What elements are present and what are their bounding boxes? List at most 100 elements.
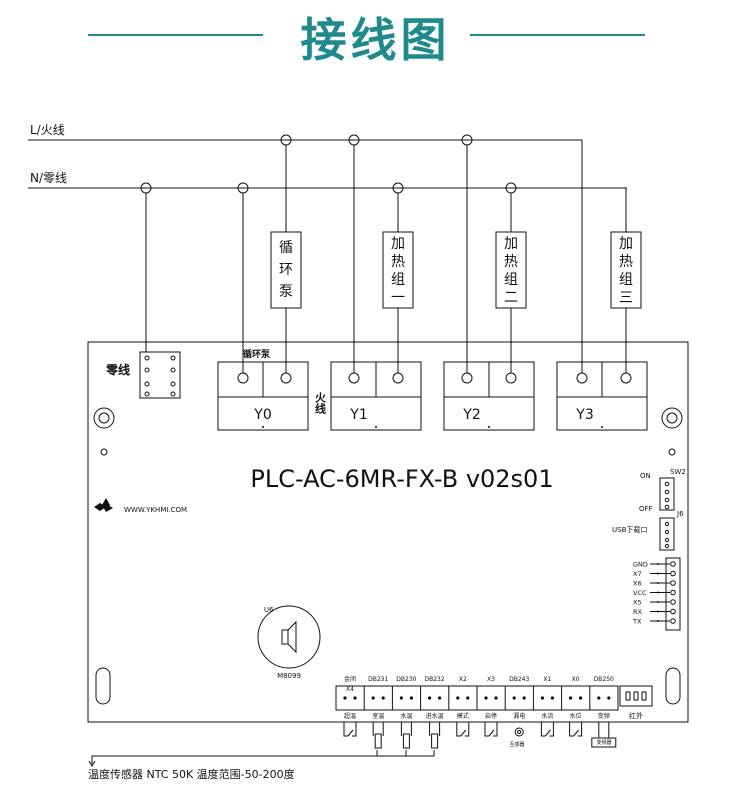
usb-ref: J6 <box>676 510 684 518</box>
terminal-top-label-0: 金闭 <box>344 675 356 683</box>
load-pump-char-1: 循 <box>279 240 293 256</box>
terminal-bottom-label-4: 模式 <box>457 712 469 720</box>
load-h3-char-1: 加 <box>619 236 633 252</box>
comm-pin-vcc <box>670 589 676 596</box>
speaker-icon <box>281 620 297 654</box>
terminal-hook-9 <box>591 722 617 748</box>
neutral-label: N/零线 <box>30 171 67 185</box>
comm-pin-x5 <box>670 599 676 605</box>
terminal-bottom-label-6: 漏电 <box>513 712 525 720</box>
dip-switch <box>659 477 675 511</box>
buzzer-ref: U6 <box>264 606 274 614</box>
ir-connector <box>619 685 653 707</box>
neutral-block-label: 零线 <box>105 362 130 377</box>
load-h3-char-4: 三 <box>619 290 633 306</box>
terminal-bottom-label-0: 超温 <box>344 712 356 720</box>
footnote: 温度传感器 NTC 50K 温度范围-50-200度 <box>88 767 295 781</box>
terminal-bottom-label-3: 进水温 <box>426 712 444 720</box>
mount-hole-mr <box>668 448 676 456</box>
comm-pin-label-tx: TX <box>632 618 642 626</box>
board-outline <box>87 341 689 723</box>
terminal-bottom-label-2: 水温 <box>400 712 412 720</box>
usb-label: USB下载口 <box>612 525 647 534</box>
load-h2-char-3: 组 <box>504 272 518 288</box>
load-h3-char-3: 组 <box>619 272 633 288</box>
relay-label-y1: Y1 <box>349 407 367 423</box>
load-h1-char-3: 组 <box>391 272 405 288</box>
load-h2-char-2: 热 <box>504 254 518 270</box>
leak-sensor-label: 互感器 <box>509 741 524 748</box>
load-box-heater-1 <box>382 231 414 309</box>
load-box-heater-3 <box>610 231 642 309</box>
load-box-pump <box>270 231 302 309</box>
mount-hole-tr <box>661 407 683 429</box>
terminal-hook-7 <box>540 722 554 737</box>
ir-label: 红外 <box>629 711 643 720</box>
relay-label-y2: Y2 <box>462 407 480 423</box>
live-label: L/火线 <box>30 123 65 137</box>
comm-pin-label-gnd: GND <box>633 561 648 569</box>
relay-label-y3: Y3 <box>575 407 593 423</box>
comm-pin-label-rx: RX <box>633 608 643 616</box>
terminal-hook-0 <box>343 722 357 737</box>
comm-pin-rx <box>670 608 676 615</box>
load-pump-char-2: 环 <box>279 262 293 278</box>
load-h2-char-4: 二 <box>504 290 518 306</box>
terminal-hook-3 <box>429 722 441 749</box>
terminal-bottom-label-7: 水流 <box>541 712 553 720</box>
live-side-label: 火线 <box>314 392 327 415</box>
terminal-top-label-1: DB231 <box>368 676 388 683</box>
title-rule-right <box>470 34 645 36</box>
terminal-top-label-7: X1 <box>543 676 551 683</box>
brand-logo-icon <box>94 498 113 512</box>
mount-hole-tl <box>93 407 115 429</box>
brand-website: WWW.YKHMI.COM <box>124 506 187 514</box>
board-model: PLC-AC-6MR-FX-B v02s01 <box>250 465 553 493</box>
load-pump-char-3: 泵 <box>279 284 293 300</box>
comm-pin-tx <box>670 618 676 624</box>
terminal-hook-5 <box>484 722 498 737</box>
terminal-hook-4 <box>456 722 470 737</box>
load-h1-char-2: 热 <box>391 254 405 270</box>
title-rule-left <box>88 34 263 36</box>
terminal-top-label-3: DB232 <box>424 676 444 683</box>
vfd-label: 变频器 <box>596 739 611 746</box>
terminal-hook-8 <box>569 722 583 737</box>
comm-pin-label-x5: X5 <box>633 599 642 607</box>
terminal-hook-1 <box>372 722 384 749</box>
buzzer-circle <box>257 605 321 669</box>
header: 接线图 <box>0 0 751 70</box>
pump-terminal-label: 循环泵 <box>243 348 271 360</box>
load-box-heater-2 <box>495 231 527 309</box>
comm-pin-x6 <box>670 580 676 586</box>
slot-right <box>665 667 681 705</box>
mount-hole-ml <box>100 448 108 456</box>
terminal-hook-6 <box>514 727 524 737</box>
terminal-top-label-2: DB230 <box>396 676 416 683</box>
relay-label-y0: Y0 <box>253 407 271 423</box>
terminal-bottom-label-8: 水位 <box>570 712 582 720</box>
buzzer-model: M8099 <box>277 672 301 680</box>
terminal-top-label-6: DB243 <box>509 676 529 683</box>
terminal-top-label-4: X2 <box>459 676 467 683</box>
terminal-sub-label-0: X4 <box>346 686 354 693</box>
switch-off-label: OFF <box>639 505 653 513</box>
terminal-bottom-label-1: 室温 <box>372 712 384 720</box>
terminal-top-label-5: X3 <box>487 676 495 683</box>
comm-pin-label-x7: X7 <box>633 570 642 578</box>
comm-pin-label-x6: X6 <box>633 580 642 588</box>
terminal-top-label-8: X0 <box>572 676 580 683</box>
comm-pin-gnd <box>670 561 676 567</box>
load-h1-char-4: 一 <box>391 290 405 306</box>
comm-pin-label-vcc: VCC <box>633 589 647 597</box>
terminal-top-label-9: DB250 <box>594 676 614 683</box>
page-title: 接线图 <box>300 13 451 67</box>
neutral-block <box>139 351 181 399</box>
load-h2-char-1: 加 <box>504 236 518 252</box>
usb-port <box>659 517 675 551</box>
switch-ref: SW2 <box>670 468 686 476</box>
comm-header <box>665 557 681 631</box>
switch-on-label: ON <box>640 472 651 480</box>
terminal-bottom-label-5: 启停 <box>485 712 497 720</box>
